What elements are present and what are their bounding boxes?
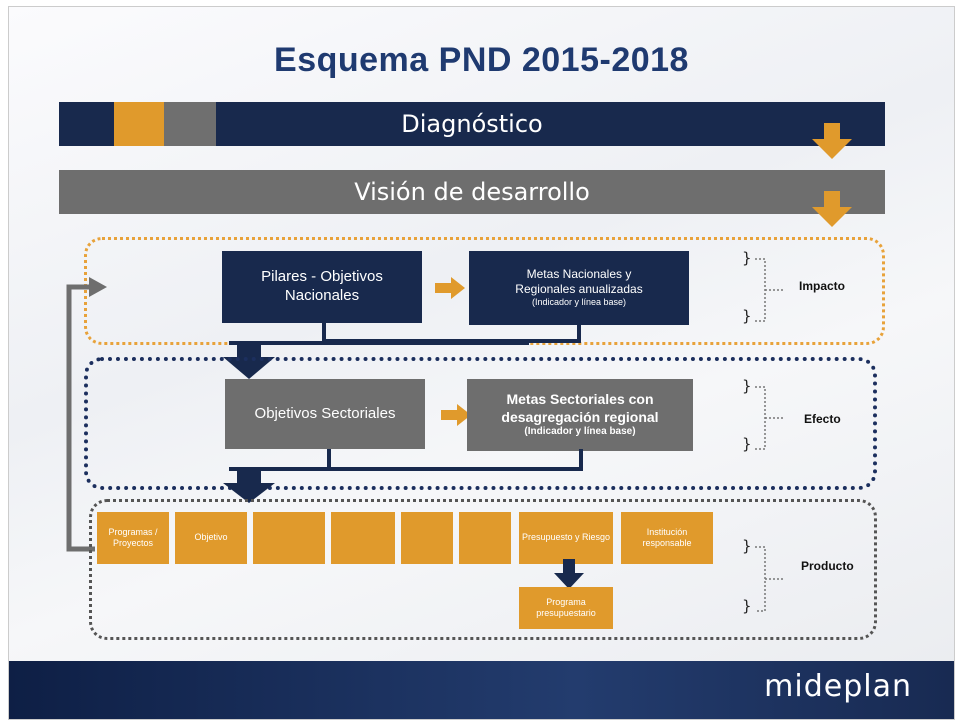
- flow-arrow: [223, 449, 583, 503]
- bracket-bottom: }: [742, 435, 752, 453]
- programas-cell: Programas / Proyectos: [97, 512, 169, 564]
- pilares-box: Pilares - Objetivos Nacionales: [222, 251, 422, 323]
- institucion-cell: Institución responsable: [621, 512, 713, 564]
- vision-label: Visión de desarrollo: [354, 178, 590, 206]
- objetivos-sectoriales-box: Objetivos Sectoriales: [225, 379, 425, 449]
- bracket-connector: [755, 386, 783, 450]
- bracket-bottom: }: [742, 597, 752, 615]
- down-arrow-icon: [812, 123, 852, 159]
- metas-sectoriales-sub: (Indicador y línea base): [524, 426, 636, 438]
- programa-presupuestario-box: Programa presupuestario: [519, 587, 613, 629]
- bracket-connector: [755, 546, 783, 612]
- empty-cell: [401, 512, 453, 564]
- footer: mideplan: [9, 661, 954, 719]
- mideplan-logo: mideplan: [764, 669, 912, 704]
- producto-group: [89, 499, 877, 640]
- gray-block: [164, 102, 216, 146]
- efecto-label: Efecto: [804, 412, 841, 426]
- metas-nacionales-label: Metas Nacionales y Regionales anualizada…: [515, 267, 643, 297]
- bracket-bottom: }: [742, 307, 752, 325]
- empty-cell: [459, 512, 511, 564]
- metas-sectoriales-box: Metas Sectoriales con desagregación regi…: [467, 379, 693, 451]
- metas-sectoriales-label: Metas Sectoriales con desagregación regi…: [501, 391, 659, 425]
- efecto-group: [84, 357, 877, 490]
- vision-bar: Visión de desarrollo: [59, 170, 885, 214]
- bracket-top: }: [742, 537, 752, 555]
- empty-cell: [253, 512, 325, 564]
- pilares-label: Pilares - Objetivos Nacionales: [261, 268, 383, 304]
- presupuesto-cell: Presupuesto y Riesgo: [519, 512, 613, 564]
- metas-nacionales-sub: (Indicador y línea base): [531, 297, 627, 308]
- producto-label: Producto: [801, 559, 854, 573]
- page-title: Esquema PND 2015-2018: [274, 41, 689, 79]
- down-arrow-icon: [554, 559, 584, 589]
- feedback-arrow: [66, 277, 107, 552]
- flow-arrow: [223, 319, 581, 379]
- down-arrow-icon: [812, 191, 852, 227]
- orange-block: [114, 102, 164, 146]
- impacto-label: Impacto: [799, 279, 846, 293]
- slide: Esquema PND 2015-2018 Diagnóstico Visión…: [8, 6, 955, 720]
- metas-nacionales-box: Metas Nacionales y Regionales anualizada…: [469, 251, 689, 325]
- bracket-top: }: [742, 249, 752, 267]
- diagnostico-label: Diagnóstico: [401, 110, 543, 138]
- right-arrow-icon: [441, 404, 471, 426]
- right-arrow-icon: [435, 277, 465, 299]
- objetivo-cell: Objetivo: [175, 512, 247, 564]
- objetivos-sectoriales-label: Objetivos Sectoriales: [254, 404, 396, 422]
- bracket-connector: [755, 258, 783, 322]
- empty-cell: [331, 512, 395, 564]
- bracket-top: }: [742, 377, 752, 395]
- diagnostico-bar: Diagnóstico: [59, 102, 885, 146]
